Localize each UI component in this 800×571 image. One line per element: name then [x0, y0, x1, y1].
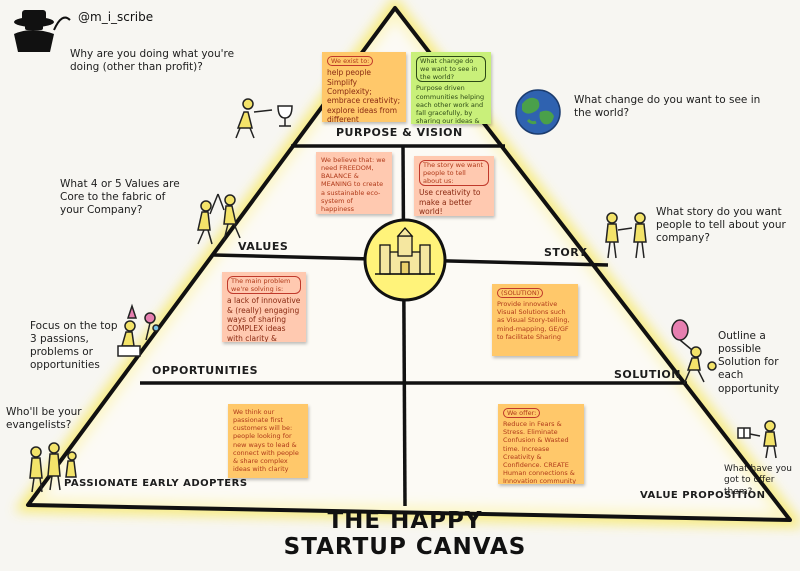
- castle-icon: [375, 227, 435, 275]
- label-value-proposition: VALUE PROPOSITION: [640, 490, 766, 501]
- label-values: VALUES: [238, 240, 289, 253]
- note-solution-text: Provide innovative Visual Solutions such…: [497, 300, 570, 341]
- note-problem-tag: The main problem we're solving is:: [227, 276, 301, 295]
- note-offer-tag: We offer:: [503, 408, 541, 419]
- label-solution: SOLUTION: [614, 368, 681, 381]
- question-change: What change do you want to see in the wo…: [574, 94, 761, 120]
- question-story: What story do you want people to tell ab…: [656, 206, 786, 245]
- label-story: STORY: [544, 246, 588, 259]
- globe-icon: [515, 89, 561, 135]
- high-five-figures-icon: [197, 193, 241, 245]
- note-we-exist: We exist to: help people Simplify Comple…: [322, 52, 406, 122]
- note-adopters: We think our passionate first customers …: [228, 404, 308, 478]
- question-solution: Outline a possible Solution for each opp…: [718, 330, 780, 395]
- note-change: What change do we want to see in the wor…: [411, 52, 491, 124]
- evangelist-figures-icon: [29, 442, 77, 493]
- party-figure-icon: [117, 303, 160, 357]
- note-we-believe: We believe that: we need FREEDOM, BALANC…: [316, 152, 392, 214]
- note-offer-text: Reduce in Fears & Stress. Eliminate Conf…: [503, 420, 577, 484]
- note-offer: We offer: Reduce in Fears & Stress. Elim…: [498, 404, 584, 484]
- note-story: The story we want people to tell about u…: [414, 156, 494, 216]
- label-early-adopters: PASSIONATE EARLY ADOPTERS: [64, 478, 248, 489]
- note-change-tag: What change do we want to see in the wor…: [416, 56, 486, 83]
- note-problem: The main problem we're solving is: a lac…: [222, 272, 306, 342]
- note-story-tag: The story we want people to tell about u…: [419, 160, 489, 187]
- question-why: Why are you doing what you're doing (oth…: [70, 48, 235, 74]
- question-values: What 4 or 5 Values are Core to the fabri…: [60, 178, 180, 217]
- note-story-text: Use creativity to make a better world!: [419, 188, 481, 216]
- balloon-figure-icon: [671, 319, 717, 385]
- canvas-title: THE HAPPY STARTUP CANVAS: [283, 508, 527, 560]
- author-handle: @m_i_scribe: [78, 10, 154, 24]
- note-problem-text: a lack of innovative & (really) engaging…: [227, 296, 301, 342]
- gift-figure-icon: [737, 420, 777, 459]
- trophy-figure-icon: [235, 98, 293, 139]
- question-passions: Focus on the top 3 passions, problems or…: [30, 320, 118, 372]
- note-we-exist-tag: We exist to:: [327, 56, 374, 67]
- label-opportunities: OPPORTUNITIES: [152, 364, 259, 377]
- note-solution-tag: (SOLUTION): [497, 288, 544, 299]
- note-change-text: Purpose driven communities helping each …: [416, 84, 485, 124]
- note-adopters-text: We think our passionate first customers …: [233, 408, 299, 473]
- spy-icon: [14, 10, 71, 52]
- label-purpose-vision: PURPOSE & VISION: [336, 126, 463, 139]
- divider-vertical: [401, 145, 407, 507]
- storytelling-figures-icon: [605, 212, 647, 259]
- question-evangelists: Who'll be your evangelists?: [6, 406, 82, 432]
- note-we-believe-text: We believe that: we need FREEDOM, BALANC…: [321, 156, 386, 213]
- note-we-exist-text: help people Simplify Complexity; embrace…: [327, 68, 401, 122]
- question-offer: What have you got to offer them?: [724, 464, 792, 497]
- note-solution: (SOLUTION) Provide innovative Visual Sol…: [492, 284, 578, 356]
